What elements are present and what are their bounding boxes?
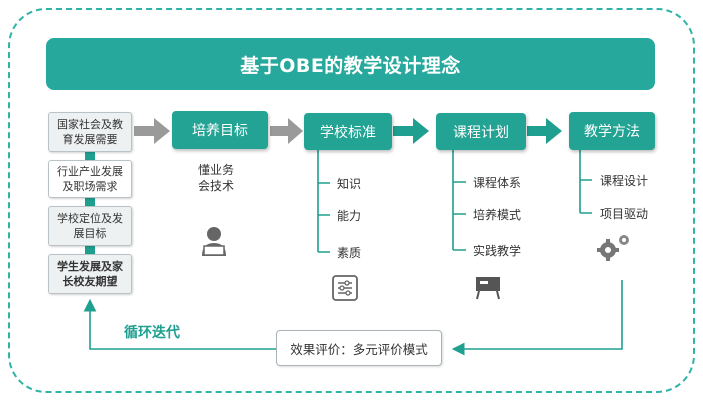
iteration-line: [83, 298, 276, 350]
title-banner: 基于OBE的教学设计理念: [46, 38, 655, 90]
input-label: 国家社会及教育发展需要: [57, 118, 123, 146]
evaluation-label: 效果评价：多元评价模式: [290, 341, 428, 357]
stage-label: 学校标准: [320, 124, 376, 141]
feedback-line: [451, 280, 623, 356]
stage-box-school-standard: 学校标准: [304, 113, 392, 150]
flow-arrow: [527, 118, 562, 144]
user-laptop-icon: [202, 227, 226, 256]
input-box: 行业产业发展及职场需求: [48, 160, 132, 198]
presentation-board-icon: [476, 277, 500, 300]
stage-box-teaching-method: 教学方法: [569, 112, 655, 150]
standard-bracket: [317, 150, 330, 253]
stage-label: 课程计划: [453, 124, 509, 141]
standard-item: 知识: [337, 177, 362, 191]
input-label: 行业产业发展及职场需求: [57, 165, 123, 193]
flow-arrow: [134, 118, 170, 144]
gears-icon: [597, 235, 629, 261]
input-box: 学生发展及家长校友期望: [48, 254, 132, 294]
standard-item: 能力: [337, 209, 362, 223]
plan-item: 实践教学: [473, 244, 522, 258]
stage-label: 教学方法: [584, 124, 640, 140]
stage-box-training-goal: 培养目标: [172, 111, 268, 149]
input-box: 国家社会及教育发展需要: [48, 112, 132, 152]
method-item: 项目驱动: [600, 207, 649, 221]
plan-item: 培养模式: [473, 208, 522, 222]
input-connector: [85, 152, 95, 160]
standard-item: 素质: [337, 246, 362, 260]
method-bracket: [579, 150, 592, 214]
input-connector: [85, 246, 95, 254]
stage-label: 培养目标: [192, 123, 248, 139]
plan-bracket: [452, 150, 466, 251]
method-item: 课程设计: [600, 174, 649, 188]
plan-item: 课程体系: [473, 176, 522, 190]
input-label: 学生发展及家长校友期望: [57, 260, 123, 288]
training-goal-note: 懂业务会技术: [197, 163, 234, 193]
outer-frame: [8, 8, 695, 393]
stage-box-course-plan: 课程计划: [436, 113, 526, 150]
evaluation-box: 效果评价：多元评价模式: [276, 330, 442, 366]
input-label: 学校定位及发展目标: [57, 212, 123, 240]
cycle-label: 循环迭代: [124, 325, 180, 341]
input-connector: [85, 198, 95, 206]
input-box: 学校定位及发展目标: [48, 206, 132, 246]
flow-arrow: [270, 118, 303, 144]
sliders-icon: [332, 275, 358, 301]
page-title: 基于OBE的教学设计理念: [240, 54, 461, 77]
flow-arrow: [393, 118, 429, 144]
